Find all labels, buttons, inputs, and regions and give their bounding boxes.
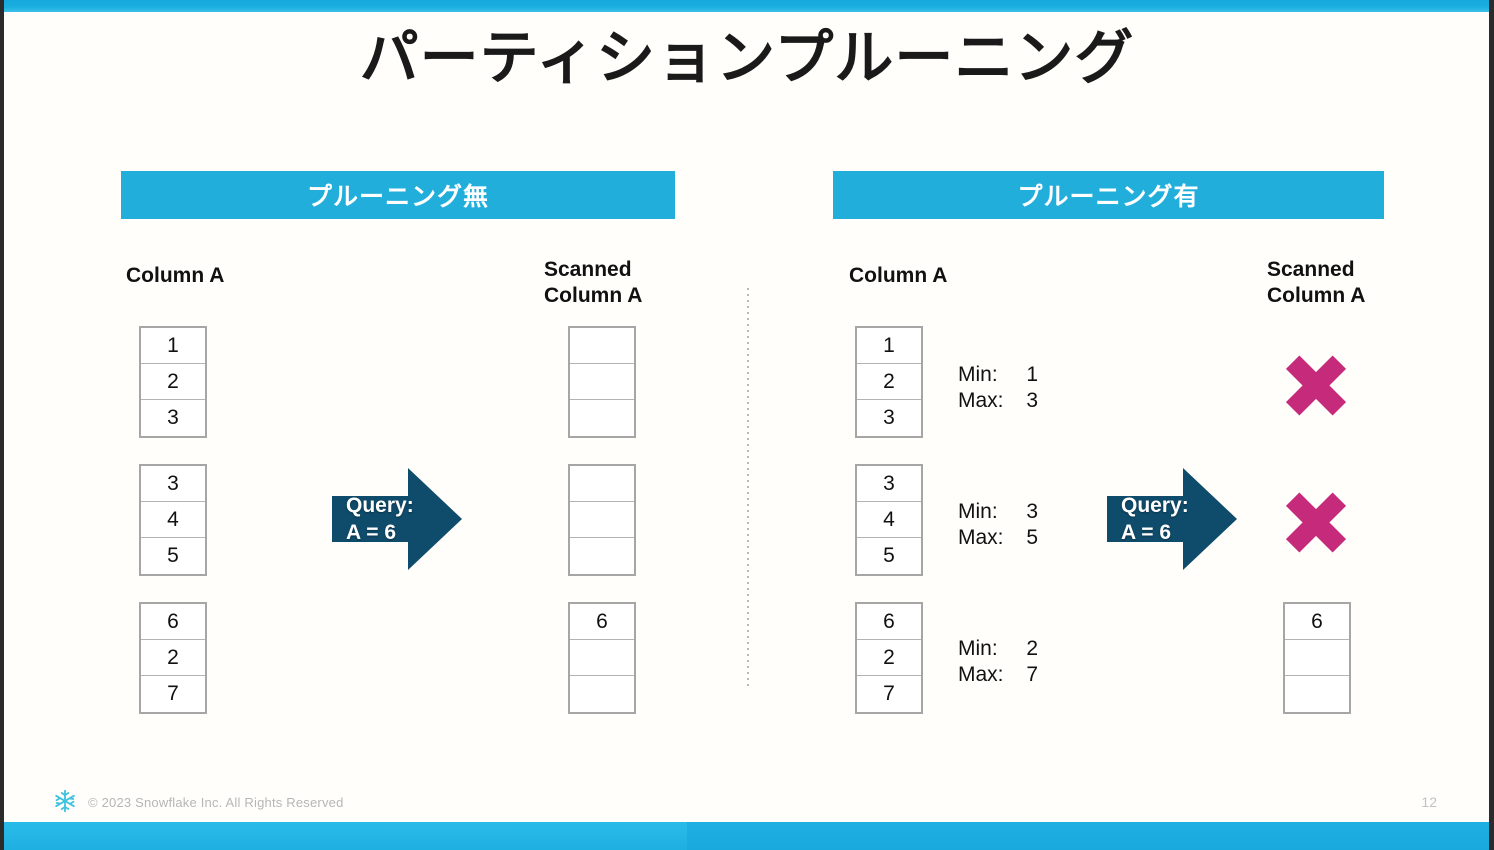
max-label: Max: <box>958 525 1004 549</box>
table-cell <box>570 364 634 400</box>
copyright-text: © 2023 Snowflake Inc. All Rights Reserve… <box>88 795 344 810</box>
snowflake-icon <box>52 788 78 814</box>
table-cell: 4 <box>141 502 205 538</box>
table-cell: 7 <box>857 676 921 712</box>
panel-divider <box>747 288 749 688</box>
table-cell <box>570 328 634 364</box>
page-number: 12 <box>1421 794 1437 810</box>
left-scanned-2 <box>568 464 636 576</box>
left-source-column-label: Column A <box>126 264 225 287</box>
right-query-arrow-label: Query: A = 6 <box>1121 494 1189 545</box>
table-cell <box>570 640 634 676</box>
panel-header-with-pruning: プルーニング有 <box>833 171 1384 219</box>
slide-frame-left <box>0 0 4 850</box>
right-scanned-3: 6 <box>1283 602 1351 714</box>
min-value: 3 <box>1026 500 1038 523</box>
max-label: Max: <box>958 388 1004 412</box>
table-cell <box>1285 676 1349 712</box>
table-cell: 5 <box>857 538 921 574</box>
left-scanned-3: 6 <box>568 602 636 714</box>
table-cell <box>570 400 634 436</box>
right-partition-1: 1 2 3 <box>855 326 923 438</box>
right-query-arrow: Query: A = 6 <box>1105 464 1239 574</box>
min-label: Min: <box>958 363 998 386</box>
table-cell: 6 <box>141 604 205 640</box>
right-partition-3: 6 2 7 <box>855 602 923 714</box>
panel-header-with-pruning-label: プルーニング有 <box>1017 183 1200 211</box>
panel-header-no-pruning-label: プルーニング無 <box>306 183 489 211</box>
table-cell <box>570 466 634 502</box>
slide-accent-bar-bottom <box>4 822 1489 850</box>
max-value: 5 <box>1026 525 1038 549</box>
table-cell: 6 <box>570 604 634 640</box>
min-value: 1 <box>1026 363 1038 386</box>
left-query-arrow-label: Query: A = 6 <box>346 494 414 545</box>
table-cell <box>570 502 634 538</box>
max-value: 3 <box>1026 388 1038 412</box>
arrow-right-icon <box>1107 468 1237 570</box>
left-partition-2: 3 4 5 <box>139 464 207 576</box>
slide-frame-right <box>1489 0 1494 850</box>
partition-metadata-2: Min: 3 Max: 5 <box>958 499 1038 550</box>
left-query-arrow: Query: A = 6 <box>330 464 464 574</box>
min-value: 2 <box>1026 637 1038 660</box>
table-cell: 5 <box>141 538 205 574</box>
right-scanned-column-label: Scanned Column A <box>1267 258 1366 307</box>
max-value: 7 <box>1026 662 1038 686</box>
table-cell: 3 <box>857 466 921 502</box>
panel-header-no-pruning: プルーニング無 <box>121 171 675 219</box>
table-cell: 6 <box>1285 604 1349 640</box>
partition-metadata-3: Min: 2 Max: 7 <box>958 636 1038 687</box>
min-label: Min: <box>958 637 998 660</box>
left-scanned-1 <box>568 326 636 438</box>
table-cell: 2 <box>857 364 921 400</box>
table-cell: 2 <box>857 640 921 676</box>
table-cell <box>1285 640 1349 676</box>
table-cell <box>570 538 634 574</box>
left-partition-3: 6 2 7 <box>139 602 207 714</box>
max-label: Max: <box>958 662 1004 686</box>
partition-metadata-1: Min: 1 Max: 3 <box>958 362 1038 413</box>
right-source-column-label: Column A <box>849 264 948 287</box>
table-cell: 6 <box>857 604 921 640</box>
table-cell: 1 <box>857 328 921 364</box>
table-cell: 3 <box>141 400 205 436</box>
pruned-x-icon-2 <box>1283 489 1349 555</box>
right-partition-2: 3 4 5 <box>855 464 923 576</box>
page-title: パーティションプルーニング <box>359 25 1135 91</box>
min-label: Min: <box>958 500 998 523</box>
table-cell: 3 <box>857 400 921 436</box>
left-scanned-column-label: Scanned Column A <box>544 258 643 307</box>
table-cell: 2 <box>141 640 205 676</box>
table-cell: 7 <box>141 676 205 712</box>
pruned-x-icon-1 <box>1283 352 1349 418</box>
table-cell: 4 <box>857 502 921 538</box>
table-cell <box>570 676 634 712</box>
left-partition-1: 1 2 3 <box>139 326 207 438</box>
table-cell: 1 <box>141 328 205 364</box>
table-cell: 3 <box>141 466 205 502</box>
table-cell: 2 <box>141 364 205 400</box>
slide-accent-bar-top <box>4 0 1489 12</box>
arrow-right-icon <box>332 468 462 570</box>
